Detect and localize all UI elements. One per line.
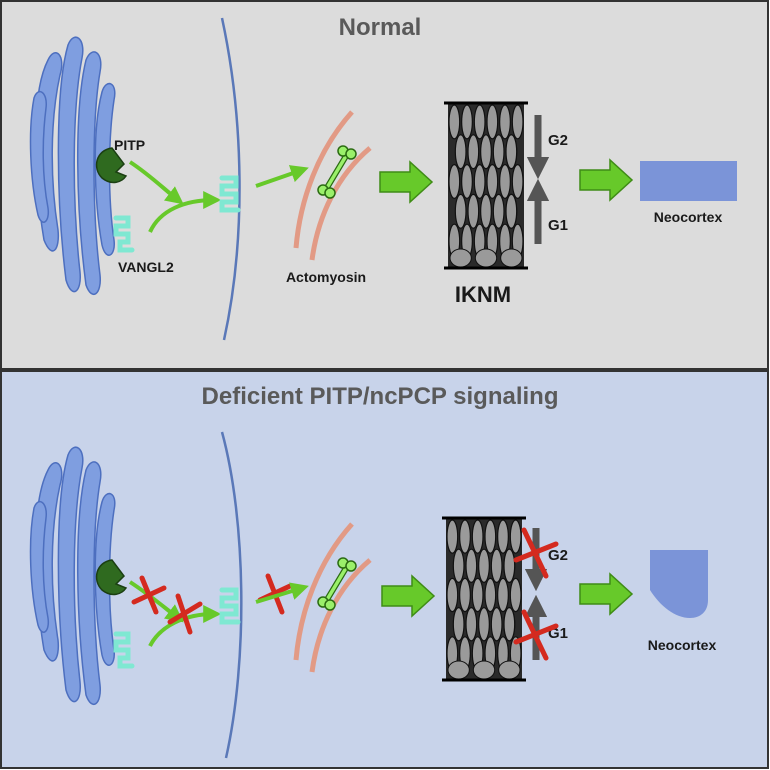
iknm-cell: [461, 164, 473, 200]
actomyosin-icon: [293, 522, 372, 673]
iknm-cell: [454, 134, 467, 170]
iknm-cell-nucleus: [449, 248, 472, 268]
iknm-cell: [480, 134, 492, 170]
iknm-cell: [486, 164, 499, 200]
iknm-cell: [497, 577, 509, 613]
iknm-cell-nucleus: [472, 660, 496, 680]
arrow-to-neocortex: [579, 158, 634, 202]
iknm-cells-icon: [444, 101, 528, 270]
iknm-cell: [473, 104, 486, 140]
vangl2-icon: [113, 215, 135, 253]
iknm-cell-nucleus: [447, 660, 470, 680]
vangl2-membrane-icon: [219, 587, 241, 625]
arrow-vangl-to-membrane: [148, 605, 222, 647]
membrane-icon: [220, 431, 243, 759]
iknm-cell: [511, 164, 524, 200]
iknm-cell: [465, 548, 478, 584]
iknm-cell: [459, 577, 471, 613]
golgi-icon: [29, 36, 116, 296]
panel-deficient-title: Deficient PITP/ncPCP signaling: [202, 383, 559, 410]
iknm-cell: [471, 519, 484, 554]
iknm-cell: [480, 193, 492, 229]
block-x-icon: [513, 527, 559, 661]
iknm-cell-nucleus: [498, 660, 521, 680]
arrow-to-actomyosin: [255, 165, 309, 188]
iknm-cell: [461, 104, 473, 140]
iknm-cell: [503, 607, 516, 642]
iknm-cell: [505, 134, 518, 170]
iknm-cell: [467, 134, 480, 170]
iknm-cell: [497, 519, 509, 554]
iknm-cell: [511, 104, 524, 140]
iknm-cell: [465, 607, 478, 642]
pitp-icon: [95, 559, 128, 596]
iknm-cell: [509, 577, 522, 613]
iknm-cell: [448, 104, 461, 140]
iknm-cell: [448, 164, 461, 200]
pitp-icon: [95, 147, 128, 184]
label-pitp: PITP: [114, 137, 145, 153]
iknm-cell: [478, 548, 490, 584]
label-actomyosin: Actomyosin: [286, 269, 366, 285]
iknm-cell-nucleus: [500, 248, 523, 268]
membrane-icon: [220, 17, 241, 341]
iknm-cell: [473, 164, 486, 200]
panel-deficient-bg: [0, 370, 769, 769]
iknm-cell: [452, 607, 465, 642]
iknm-cell: [484, 577, 497, 613]
iknm-cell: [484, 519, 497, 554]
iknm-cell: [459, 519, 471, 554]
label-neocortex: Neocortex: [654, 209, 723, 225]
arrow-to-iknm: [379, 160, 434, 204]
iknm-cell: [454, 193, 467, 229]
iknm-cell: [490, 607, 503, 642]
arrow-pitp-to-vangl: [128, 160, 184, 205]
iknm-cells-icon: [442, 516, 526, 682]
iknm-cell: [492, 193, 505, 229]
iknm-cell: [499, 104, 511, 140]
iknm-cell: [446, 519, 459, 554]
iknm-cell: [499, 164, 511, 200]
vangl2-icon: [113, 631, 135, 669]
iknm-cell: [503, 548, 516, 584]
label-g2: G2: [548, 547, 568, 564]
neocortex-block-icon: [640, 161, 737, 201]
iknm-cell: [467, 193, 480, 229]
panel-normal-title: Normal: [339, 14, 422, 41]
vangl2-membrane-icon: [219, 175, 241, 213]
arrow-to-iknm: [381, 574, 436, 618]
actomyosin-icon: [293, 110, 372, 261]
iknm-cell: [505, 193, 518, 229]
neocortex-block-icon: [650, 550, 708, 618]
label-iknm: IKNM: [455, 282, 511, 307]
iknm-cell: [509, 519, 522, 554]
arrow-to-actomyosin: [255, 582, 309, 604]
arrow-to-neocortex: [579, 572, 634, 616]
arrow-pitp-to-vangl: [128, 580, 184, 623]
iknm-cell: [471, 577, 484, 613]
iknm-cells-background: [446, 518, 522, 680]
iknm-cells-background: [448, 103, 524, 268]
iknm-cell: [452, 548, 465, 584]
iknm-cell: [492, 134, 505, 170]
iknm-cell: [490, 548, 503, 584]
iknm-cell: [486, 104, 499, 140]
iknm-cell-nucleus: [474, 248, 498, 268]
iknm-cell: [446, 577, 459, 613]
label-neocortex: Neocortex: [648, 637, 717, 653]
arrow-vangl-to-membrane: [148, 191, 222, 233]
label-vangl2: VANGL2: [118, 259, 174, 275]
panel-deficient: Deficient PITP/ncPCP signaling: [0, 370, 769, 769]
panel-normal: Normal PITP VANGL2: [0, 0, 769, 370]
label-g1: G1: [548, 217, 568, 234]
iknm-cell: [478, 607, 490, 642]
label-g2: G2: [548, 132, 568, 149]
